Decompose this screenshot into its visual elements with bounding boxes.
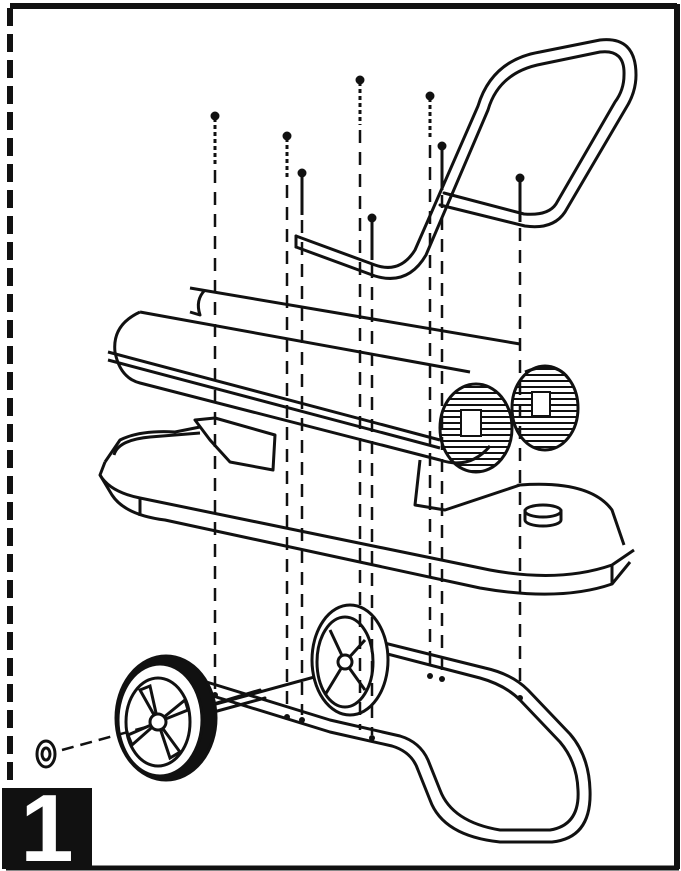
- washer-leader-line: [61, 724, 151, 752]
- step-number-badge: 1: [2, 788, 92, 869]
- heater-grille-right: [510, 364, 580, 452]
- mounting-holes: [212, 673, 523, 741]
- assembly-guide-lines: [213, 130, 522, 735]
- wheel-frame: [198, 638, 592, 844]
- washer: [35, 739, 57, 769]
- filler-cap: [523, 503, 563, 528]
- front-wheel: [114, 654, 218, 782]
- bolt: [210, 75, 525, 260]
- panel-frame: [6, 3, 680, 871]
- rear-wheel: [310, 603, 390, 717]
- fuel-tank: [98, 423, 635, 596]
- handle-frame: [294, 38, 638, 280]
- heater-grille-left: [438, 382, 514, 474]
